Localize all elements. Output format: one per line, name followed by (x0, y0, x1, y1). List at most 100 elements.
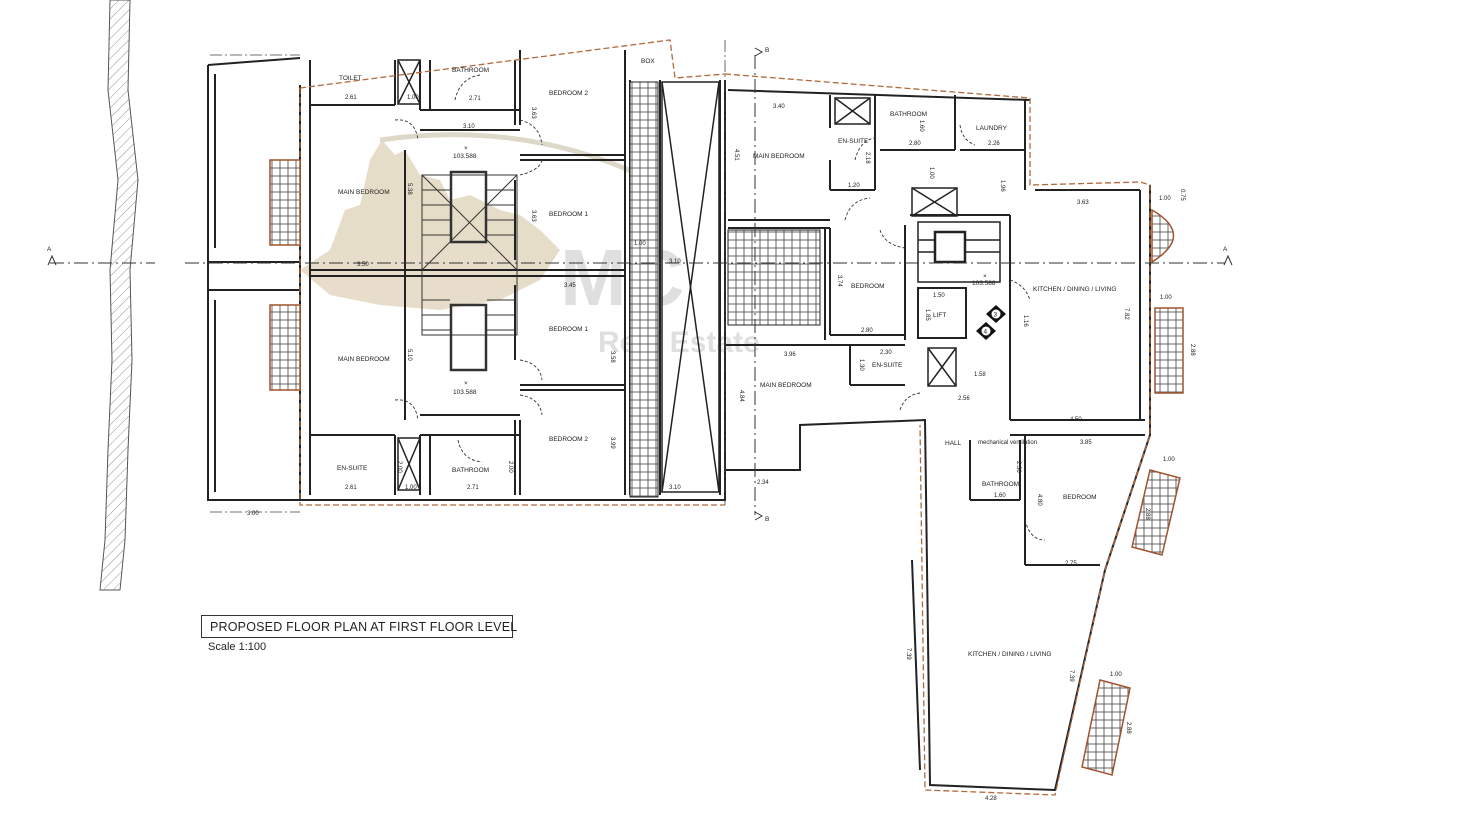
dimension-label: 3.10 (669, 259, 681, 265)
dimension-label: 3.40 (773, 104, 785, 110)
svg-text:×: × (464, 380, 468, 387)
dimension-label: 4.80 (1036, 494, 1042, 506)
dimension-label: 2.71 (467, 485, 479, 491)
level-marker-1: 103.588 (453, 153, 477, 160)
left-shafts (397, 59, 720, 493)
dimension-label: 3.99 (609, 437, 615, 449)
room-main-bedroom-ul: MAIN BEDROOM (338, 189, 390, 196)
room-hall: HALL (945, 440, 962, 447)
circle-markers: 3 4 (976, 305, 1006, 340)
dimension-label: 3.00 (247, 511, 259, 517)
section-b-top: B (765, 47, 769, 54)
room-bedroom1-lower: BEDROOM 1 (549, 326, 588, 333)
room-bathroom-r1: BATHROOM (890, 111, 927, 118)
dimension-label: 5.38 (406, 183, 412, 195)
drawing-title: PROPOSED FLOOR PLAN AT FIRST FLOOR LEVEL (210, 620, 518, 634)
dimension-label: 7.39 (905, 648, 911, 660)
door-swings (394, 74, 1046, 541)
room-box: BOX (641, 58, 655, 65)
dimension-label: 2.61 (345, 95, 357, 101)
dimension-label: 2.56 (958, 396, 970, 402)
room-kitchen-r2: KITCHEN / DINING / LIVING (968, 651, 1051, 658)
dimension-label: 1.60 (918, 120, 924, 132)
dimension-label: 4.84 (738, 390, 744, 402)
room-bathroom-r2: BATHROOM (982, 481, 1019, 488)
right-block-walls (724, 80, 1151, 792)
dimension-label: 1.00 (928, 167, 934, 179)
room-labels: TOILET BATHROOM BEDROOM 2 BOX MAIN BEDRO… (337, 58, 1116, 658)
dimension-label: 2.34 (757, 480, 769, 486)
section-a-left: A (47, 246, 52, 253)
dimension-label: 1.00 (1160, 295, 1172, 301)
right-shafts (834, 97, 1001, 387)
drawing-scale: Scale 1:100 (208, 641, 267, 653)
dimension-label: 3.63 (1077, 200, 1089, 206)
dimension-label: 1.85 (924, 309, 930, 321)
dimension-label: 2.71 (469, 96, 481, 102)
room-bedroom2-bottom: BEDROOM 2 (549, 436, 588, 443)
grid-lines (210, 40, 726, 513)
dimension-label: 2.88 (1144, 508, 1150, 520)
boundary-wall-hatch (99, 0, 139, 591)
dimension-label: 3.10 (669, 485, 681, 491)
dimension-label: 1.00 (405, 485, 417, 491)
dimension-label: 0.75 (1179, 189, 1185, 201)
svg-text:×: × (983, 273, 987, 280)
section-line-b (754, 47, 764, 521)
dimension-label: 1.60 (994, 493, 1006, 499)
dimension-label: 2.30 (1015, 461, 1021, 473)
svg-text:×: × (464, 145, 468, 152)
dimension-label: 1.00 (1110, 672, 1122, 678)
room-ensuite-bl: EN-SUITE (337, 465, 368, 472)
room-bedroom-r2: BEDROOM (1063, 494, 1097, 501)
room-bedroom1-upper: BEDROOM 1 (549, 211, 588, 218)
dimension-label: 2.00 (507, 461, 513, 473)
room-ensuite-r1: EN-SUITE (838, 138, 869, 145)
dimension-label: 3.45 (564, 283, 576, 289)
dimension-label: 1.50 (933, 293, 945, 299)
room-bathroom-bl: BATHROOM (452, 467, 489, 474)
dimension-label: 4.28 (985, 796, 997, 802)
room-bedroom2-top: BEDROOM 2 (549, 90, 588, 97)
dimension-label: 3.63 (530, 107, 536, 119)
dimension-label: 3.50 (357, 262, 369, 268)
note-mech-vent: mechanical ventilation (978, 440, 1037, 446)
room-main-bedroom-r2: MAIN BEDROOM (760, 382, 812, 389)
dimension-label: 3.85 (1080, 440, 1092, 446)
dimension-label: 3.58 (609, 351, 615, 363)
room-ensuite-r2: EN-SUITE (872, 362, 903, 369)
tile-strip-right (727, 208, 1184, 776)
dimension-labels: 2.61 1.00 2.71 3.10 3.63 5.38 3.63 3.50 … (247, 95, 1195, 802)
property-boundary (299, 39, 1151, 796)
dimension-label: 1.00 (634, 241, 646, 247)
dimension-label: 3.74 (836, 275, 842, 287)
dimension-label: 3.63 (530, 210, 536, 222)
section-line-a (47, 254, 1233, 266)
dimension-label: 2.88 (1125, 722, 1131, 734)
watermark-mc: MC (560, 233, 684, 322)
dimension-label: 2.80 (861, 328, 873, 334)
room-bathroom-tl: BATHROOM (452, 67, 489, 74)
dimension-label: 3.96 (784, 352, 796, 358)
watermark-logo: MC Real Estate (300, 132, 760, 359)
section-b-bottom: B (765, 516, 769, 523)
section-a-right: A (1223, 246, 1228, 253)
marker-4: 4 (984, 329, 988, 336)
room-lift: LIFT (933, 312, 946, 319)
dimension-label: 2.88 (1189, 344, 1195, 356)
tile-strip-left (269, 81, 659, 498)
room-main-bedroom-ll: MAIN BEDROOM (338, 356, 390, 363)
dimension-label: 1.00 (407, 95, 419, 101)
drawing-title-box: PROPOSED FLOOR PLAN AT FIRST FLOOR LEVEL (201, 615, 517, 638)
dimension-label: 4.50 (1070, 417, 1082, 423)
dimension-label: 5.10 (406, 349, 412, 361)
dimension-label: 7.39 (1068, 670, 1074, 682)
dimension-label: 2.75 (1065, 561, 1077, 567)
room-kitchen-r1: KITCHEN / DINING / LIVING (1033, 286, 1116, 293)
dimension-label: 2.30 (880, 350, 892, 356)
marker-3: 3 (994, 312, 998, 319)
dimension-label: 2.80 (909, 141, 921, 147)
dimension-label: 4.51 (733, 149, 739, 161)
room-bedroom-r1: BEDROOM (851, 283, 885, 290)
